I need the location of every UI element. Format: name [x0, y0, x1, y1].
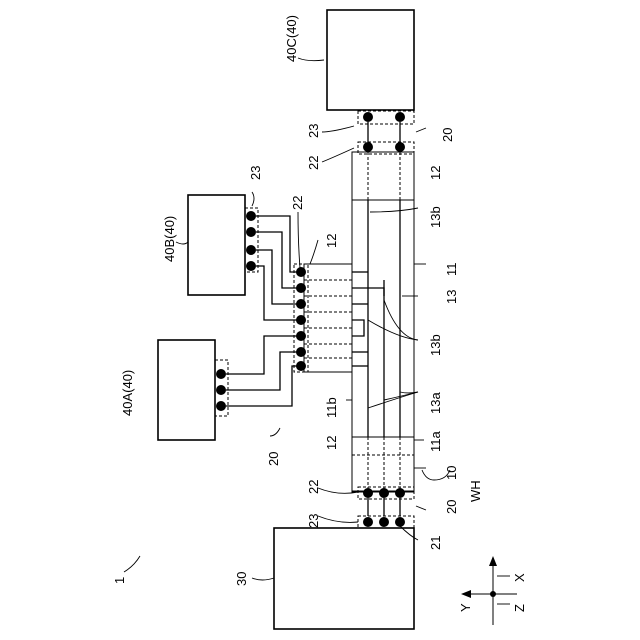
- terminal: [363, 112, 373, 122]
- label-20-top: 20: [440, 128, 455, 142]
- terminal: [363, 142, 373, 152]
- label-11b: 11b: [324, 397, 339, 418]
- label-20-bottom: 20: [444, 500, 459, 514]
- terminal: [395, 142, 405, 152]
- cover-12-top: [352, 152, 414, 200]
- label-10: 10: [444, 466, 459, 480]
- device-40b: [188, 195, 245, 295]
- label-11: 11: [444, 263, 459, 277]
- device-30: [274, 528, 414, 629]
- label-1: 1: [112, 577, 127, 584]
- harness-body-11: [352, 152, 414, 492]
- label-11a: 11a: [428, 431, 443, 452]
- label-13a: 13a: [428, 392, 443, 414]
- axis-label-x: X: [512, 573, 527, 582]
- label-22-top: 22: [306, 156, 321, 170]
- label-23-bottom: 23: [306, 514, 321, 528]
- cover-12-bottom: [352, 437, 414, 491]
- label-wh: WH: [468, 480, 483, 502]
- label-22-bottom: 22: [306, 480, 321, 494]
- terminal: [395, 112, 405, 122]
- label-20-mid: 20: [266, 452, 281, 466]
- axis-label-z: Z: [512, 604, 527, 612]
- label-13b-mid: 13b: [428, 334, 443, 356]
- axis-indicator: [461, 556, 517, 625]
- label-30: 30: [234, 572, 249, 586]
- label-21: 21: [428, 536, 443, 550]
- device-40c: [327, 10, 414, 110]
- label-12-bottom: 12: [324, 436, 339, 450]
- label-12-branch: 12: [324, 234, 339, 248]
- label-13b-top: 13b: [428, 206, 443, 228]
- label-40a: 40A(40): [120, 370, 135, 416]
- label-23-40b: 23: [248, 166, 263, 180]
- device-40a: [158, 340, 215, 440]
- axis-label-y: Y: [458, 603, 473, 612]
- label-12-top: 12: [428, 166, 443, 180]
- label-22-branch: 22: [290, 196, 305, 210]
- label-13: 13: [444, 290, 459, 304]
- label-23-top: 23: [306, 124, 321, 138]
- label-40c: 40C(40): [284, 15, 299, 62]
- label-40b: 40B(40): [162, 216, 177, 262]
